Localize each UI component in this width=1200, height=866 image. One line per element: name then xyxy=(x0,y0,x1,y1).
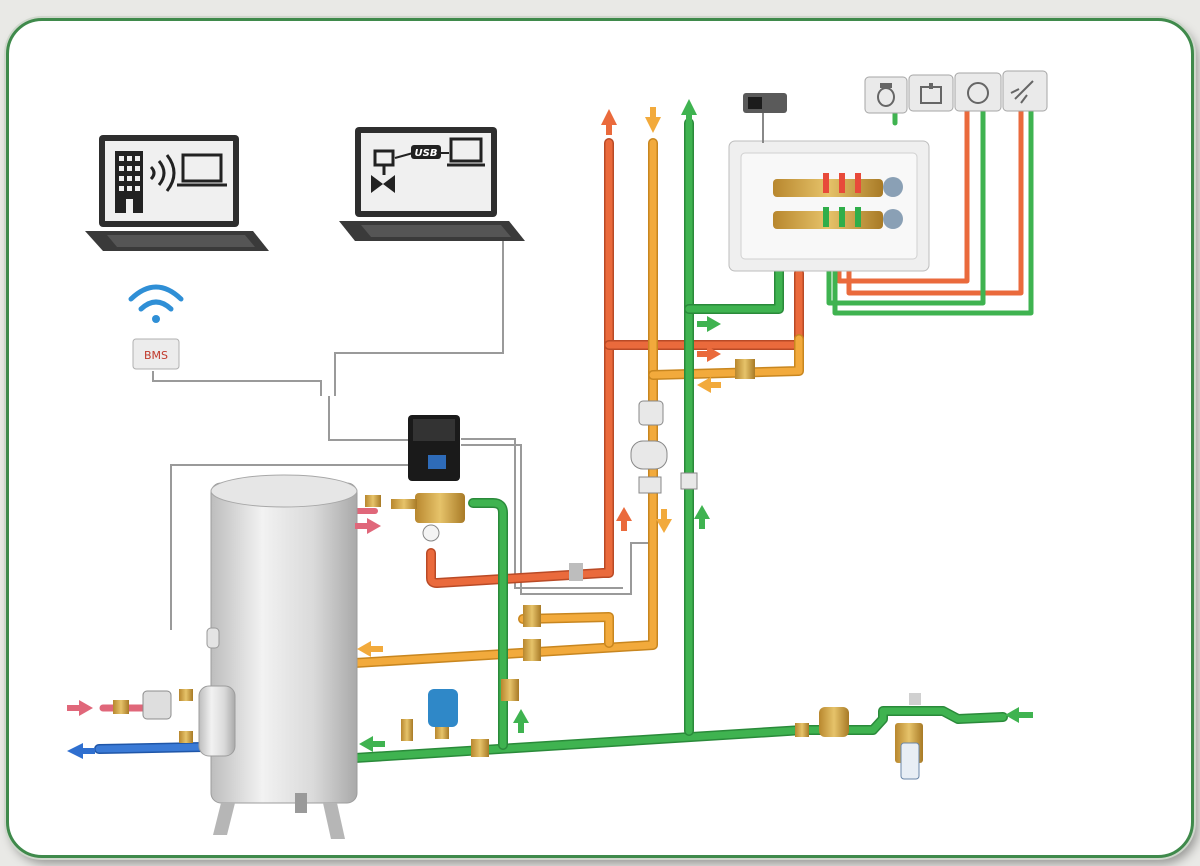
storage-tank xyxy=(198,474,358,839)
arrow-red-right xyxy=(355,518,381,534)
arrow-hot-up xyxy=(601,109,617,135)
laptop-valve-usb-icon: USB xyxy=(339,127,525,241)
toilet-icon xyxy=(864,76,908,114)
washbasin-icon xyxy=(954,72,1002,112)
bms-label: BMS xyxy=(144,349,168,362)
arrow-return-down-2 xyxy=(656,509,672,533)
arrow-hot-up-2 xyxy=(616,507,632,531)
arrow-cold-up-3 xyxy=(513,709,529,733)
arrow-cold-up-2 xyxy=(694,505,710,529)
shower-icon xyxy=(1002,70,1048,112)
hot-return-pipes xyxy=(350,138,804,668)
arrow-red-in-right xyxy=(67,700,93,716)
usb-label: USB xyxy=(415,148,438,159)
cold-water-pipes xyxy=(350,108,1034,763)
fixture-boxes xyxy=(864,70,1048,114)
arrow-cold-in-left xyxy=(1005,707,1033,723)
flow-arrows xyxy=(67,99,1033,759)
arrow-return-down xyxy=(645,107,661,133)
fittings xyxy=(113,359,923,780)
laptop-building-wireless-icon xyxy=(85,135,269,251)
arrow-cold-up xyxy=(681,99,697,127)
arrow-return-left xyxy=(697,377,721,393)
wifi-icon xyxy=(128,284,184,323)
arrow-cold-left xyxy=(359,736,385,752)
arrow-return-left-2 xyxy=(357,641,383,657)
plumbing-diagram: USB BMS xyxy=(67,70,1048,839)
sink-icon xyxy=(908,74,954,112)
distribution-manifold xyxy=(728,93,930,272)
arrow-hot-right xyxy=(697,346,721,362)
arrow-blue-out-left xyxy=(67,743,95,759)
hot-supply-pipes xyxy=(426,108,1024,588)
bms-box: BMS xyxy=(132,338,180,370)
control-cables xyxy=(152,231,653,630)
diagram-frame: USB BMS xyxy=(6,18,1194,858)
arrow-cold-right xyxy=(697,316,721,332)
